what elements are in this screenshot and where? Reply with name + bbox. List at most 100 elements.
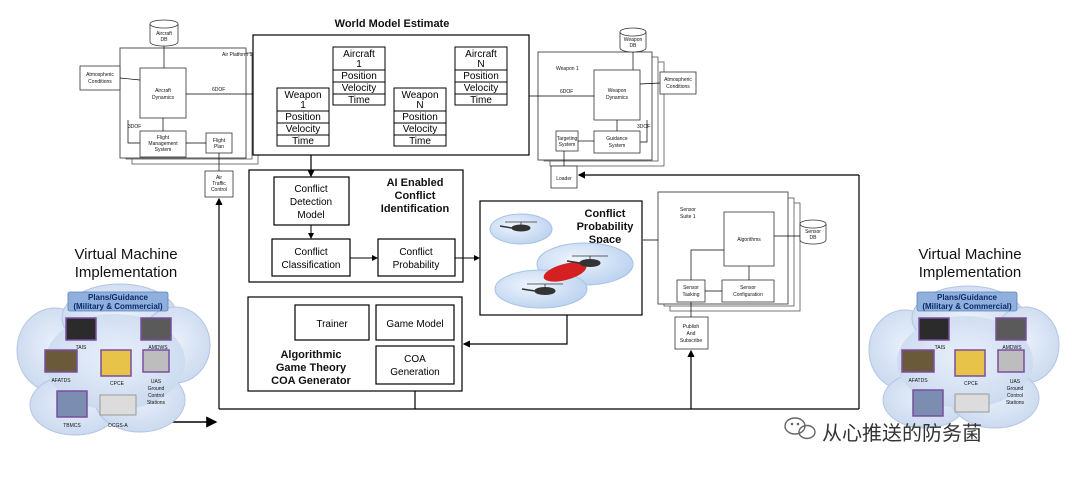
vm-left-title-2: Implementation [75,264,178,281]
tbmcs-icon [56,390,88,418]
coa-label-1: COA [404,354,426,365]
watermark: 从心推送的防务菌 [784,417,982,445]
probability-space-group: Conflict Probability Space [479,200,643,316]
publish-label-3: Subscribe [680,338,702,344]
game-theory-title-2: Game Theory [276,362,347,374]
trainer-box [294,304,370,341]
vm-right-stations: Stations [1006,400,1025,406]
classification-label-1: Conflict [294,247,328,258]
publish-label-1: Publish [683,324,700,330]
vm-right-tais: TAIS [935,345,946,351]
weapon-side-group: Weapon 1 Weapon DB Weapon Dynamics 6DOF … [529,27,697,189]
probability-space-title-3: Space [589,234,621,246]
conflict-detection-model-box [273,176,350,226]
guidance-system-box [593,130,641,154]
weapon-dynamics-label-1: Weapon [608,88,627,94]
aircraft-dynamics-label-1: Aircraft [155,88,171,94]
vm-left-ground: Ground [148,386,165,392]
vm-right-amdws: AMDWS [1002,345,1022,351]
world-model-title: World Model Estimate [335,18,450,30]
helicopter-icon-3 [521,283,563,295]
guidance-label-2: System [609,143,626,149]
atc-label-1: Air [216,175,222,181]
vm-left-group: Virtual Machine Implementation Plans/Gui… [16,246,211,436]
detection-label-3: Model [297,210,324,221]
publish-subscribe-box [674,316,709,350]
fms-label-3: System [155,147,172,153]
aircraft-1-time: Time [348,95,370,106]
game-theory-title-1: Algorithmic [280,349,341,361]
probability-label-2: Probability [393,260,440,271]
game-theory-group: Trainer Game Model COA Generation Algori… [247,296,463,392]
aircraft-n-table: Aircraft N Position Velocity Time [454,46,508,106]
weapon-1-position: Position [285,112,321,123]
vm-left-amdws: AMDWS [148,345,168,351]
vm-right-plans-1: Plans/Guidance [937,293,998,302]
air-platform-label: Air Platform 1 [222,52,253,58]
aircraft-1-head: Aircraft [343,49,375,60]
aircraft-1-velocity: Velocity [342,83,376,94]
conflict-id-title-2: Conflict [395,190,436,202]
vm-left-stations: Stations [147,400,166,406]
aircraft-1-position: Position [341,71,377,82]
coa-label-2: Generation [390,367,439,378]
aircraft-dynamics-box [139,67,187,119]
three-dof-label-right: 3DOF [637,124,650,130]
aircraft-1-table: Aircraft 1 Position Velocity Time [332,46,386,106]
weapon-dynamics-label-2: Dynamics [606,95,628,101]
amdws-icon-right [995,317,1027,341]
fms-label-2: Management [148,141,178,147]
aircraft-dynamics-label-2: Dynamics [152,95,174,101]
helicopter-icon-1 [499,221,537,232]
tais-icon [65,317,97,341]
aircraft-n-id: N [477,59,484,70]
sensor-tasking-label-2: Tasking [683,292,700,298]
air-platform-group: Air Platform 1 Aircraft DB Atmospheric C… [79,19,259,198]
atmospheric-right-label-1: Atmospheric [664,77,692,83]
cpce-icon [100,349,132,377]
targeting-label-1: Targeting [557,136,578,142]
weapon-n-head: Weapon [401,90,438,101]
vm-right-title-1: Virtual Machine [918,246,1021,263]
six-dof-label-left: 6DOF [212,87,225,93]
sensor-suite-label-1: Sensor [680,207,696,213]
atc-label-3: Control [211,187,227,193]
uas-icon [142,349,170,373]
sensor-db-label-2: DB [810,235,818,241]
guidance-label-1: Guidance [606,136,628,142]
conflict-identification-group: AI Enabled Conflict Identification Confl… [248,169,480,283]
atmospheric-right-label-2: Conditions [666,84,690,90]
game-model-label: Game Model [386,319,443,330]
weapon-dynamics-box [593,69,641,121]
weapon-n-time: Time [409,136,431,147]
detection-label-1: Conflict [294,184,328,195]
conflict-probability-box [377,238,456,277]
three-dof-label-left: 3DOF [128,124,141,130]
sensor-config-label-1: Sensor [740,285,756,291]
helicopter-icon-2 [566,255,608,267]
sensor-config-label-2: Configuration [733,292,763,298]
probability-space-title-2: Probability [577,221,635,233]
sensor-configuration-box [721,279,775,303]
atc-label-2: Traffic [212,181,226,187]
fms-label-1: Flight [157,135,170,141]
algorithms-box [723,211,775,267]
sensor-db-icon [799,219,827,245]
connectors [172,155,860,428]
vm-right-ground: Ground [1007,386,1024,392]
publish-label-2: And [687,331,696,337]
vm-left-cpce: CPCE [110,381,125,387]
weapon-1-id: 1 [300,100,306,111]
game-theory-title-3: COA Generator [271,375,351,387]
world-model-group: World Model Estimate Aircraft 1 Position… [252,18,530,156]
sensor-tasking-label-1: Sensor [683,285,699,291]
probability-label-1: Conflict [399,247,433,258]
vm-right-uas: UAS [1010,379,1021,385]
vm-left-title-1: Virtual Machine [74,246,177,263]
vm-left-plans-box [67,291,169,312]
weapon-1-head: Weapon [284,90,321,101]
dcgs-a-icon-right [954,393,990,413]
probability-space-title-1: Conflict [585,208,626,220]
atmospheric-conditions-box-right [659,71,697,95]
classification-label-2: Classification [282,260,341,271]
